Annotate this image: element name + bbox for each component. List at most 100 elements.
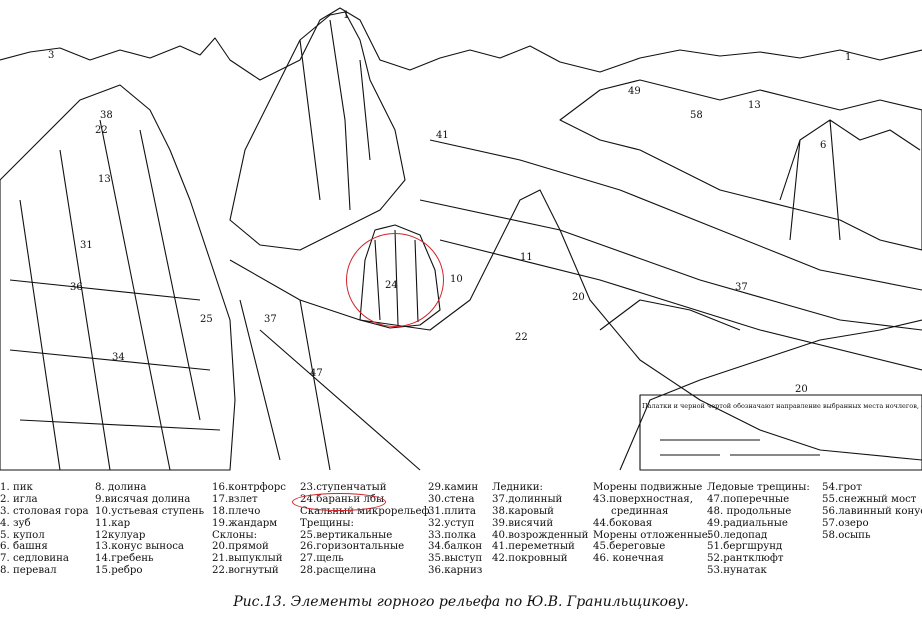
highlight-circle-illustration — [346, 233, 444, 327]
legend-heading: Склоны: — [212, 529, 258, 541]
legend-item: 29.камин — [428, 482, 479, 493]
svg-text:37: 37 — [264, 314, 277, 325]
svg-text:25: 25 — [200, 314, 213, 325]
legend-item: 21.выпуклый — [212, 553, 283, 565]
legend-item: 11.кар — [95, 517, 131, 529]
svg-text:41: 41 — [436, 130, 449, 141]
svg-text:1: 1 — [343, 10, 349, 21]
legend-item: 50.ледопад — [707, 529, 768, 541]
legend-item: 32.уступ — [428, 517, 475, 529]
legend-item: 48. продольные — [707, 505, 792, 517]
legend-item: 8. долина — [95, 482, 147, 493]
svg-text:22: 22 — [515, 332, 528, 343]
legend-item: 5. купол — [0, 529, 45, 541]
legend-item: 14.гребень — [95, 553, 154, 565]
legend-item: 42.покровный — [492, 553, 568, 565]
legend-item: 1. пик — [0, 482, 33, 493]
svg-text:36: 36 — [70, 282, 83, 293]
legend-item: 36.карниз — [428, 565, 483, 577]
legend-item: 15.ребро — [95, 565, 143, 577]
svg-text:22: 22 — [95, 125, 108, 136]
legend-item: 20.прямой — [212, 541, 269, 553]
legend-item: 51.бергшрунд — [707, 541, 783, 553]
legend-item: 39.висячий — [492, 517, 554, 529]
legend-item: 40.возрожденный — [492, 529, 589, 541]
legend-item: 56.лавинный конус — [822, 505, 922, 517]
legend-item: 23.ступенчатый — [300, 482, 387, 493]
legend-item: 57.озеро — [822, 517, 869, 529]
legend-item: 41.переметный — [492, 541, 575, 553]
svg-text:58: 58 — [690, 110, 703, 121]
legend-item: 35.выступ — [428, 553, 483, 565]
legend-item: 46. конечная — [593, 553, 664, 565]
legend-column-6: Ледники: 37.долинный 38.каровый 39.висяч… — [492, 482, 588, 565]
legend-item: 38.каровый — [492, 505, 554, 517]
svg-text:49: 49 — [628, 86, 641, 97]
legend-item: 52.рантклюфт — [707, 553, 784, 565]
legend-column-7: Морены подвижные 43.поверхностная, среди… — [593, 482, 711, 565]
legend-item: 2. игла — [0, 493, 38, 505]
legend-item: 33.полка — [428, 529, 477, 541]
legend-item: 30.стена — [428, 493, 475, 505]
legend: 1. пик 2. игла 3. столовая гора 4. зуб 5… — [0, 482, 922, 592]
svg-text:3: 3 — [48, 50, 54, 61]
legend-item: 4. зуб — [0, 517, 31, 529]
glacier-main — [429, 139, 922, 291]
legend-heading: Морены отложенные: — [593, 529, 712, 541]
legend-item: 45.береговые — [593, 541, 666, 553]
legend-item: 12кулуар — [95, 529, 146, 541]
svg-text:6: 6 — [820, 140, 826, 151]
legend-item: 26.горизонтальные — [300, 541, 405, 553]
legend-heading: Трещины: — [300, 517, 354, 529]
legend-item: 25.вертикальные — [300, 529, 393, 541]
svg-text:20: 20 — [572, 292, 585, 303]
legend-item: 22.вогнутый — [212, 565, 279, 577]
glacier-left — [239, 299, 421, 471]
legend-item: 8. перевал — [0, 565, 57, 577]
legend-item: 44.боковая — [593, 517, 653, 529]
legend-item: 17.взлет — [212, 493, 258, 505]
legend-item: 31.плита — [428, 505, 476, 517]
legend-item: 13.конус выноса — [95, 541, 184, 553]
inset-note: Палатки и черной чертой обозначают напра… — [642, 402, 922, 410]
lower-right-slope — [619, 319, 922, 471]
legend-item: 16.контрфорс — [212, 482, 286, 493]
legend-heading: Морены подвижные — [593, 482, 703, 493]
legend-column-3: 16.контрфорс 17.взлет 18.плечо 19.жандар… — [212, 482, 286, 577]
main-peak — [229, 11, 406, 251]
legend-heading: Скальный микрорельеф — [300, 505, 430, 517]
svg-text:38: 38 — [100, 110, 113, 121]
highlight-circle-legend — [292, 493, 386, 511]
legend-item: 18.плечо — [212, 505, 261, 517]
legend-item: 58.осыпь — [822, 529, 871, 541]
legend-item: 43.поверхностная, — [593, 493, 693, 505]
svg-text:20: 20 — [795, 384, 808, 395]
legend-column-1: 1. пик 2. игла 3. столовая гора 4. зуб 5… — [0, 482, 89, 577]
svg-text:31: 31 — [80, 240, 93, 251]
svg-text:13: 13 — [748, 100, 761, 111]
legend-column-2: 8. долина 9.висячая долина 10.устьевая с… — [95, 482, 204, 577]
svg-text:13: 13 — [98, 174, 111, 185]
legend-heading: Ледники: — [492, 482, 543, 493]
left-massif — [0, 84, 236, 471]
svg-text:1: 1 — [845, 52, 851, 63]
central-ridge — [229, 189, 922, 461]
legend-item: 37.долинный — [492, 493, 563, 505]
svg-text:10: 10 — [450, 274, 463, 285]
legend-heading: Ледовые трещины: — [707, 482, 810, 493]
right-range — [559, 79, 922, 251]
svg-text:34: 34 — [112, 352, 125, 363]
distant-ridge-line — [0, 7, 922, 81]
legend-item: 10.устьевая ступень — [95, 505, 205, 517]
legend-item: 19.жандарм — [212, 517, 278, 529]
legend-column-9: 54.грот 55.снежный мост 56.лавинный кону… — [822, 482, 922, 541]
legend-item: 3. столовая гора — [0, 505, 89, 517]
figure-caption: Рис.13. Элементы горного рельефа по Ю.В.… — [233, 594, 689, 610]
legend-column-8: Ледовые трещины: 47.поперечные 48. продо… — [707, 482, 810, 577]
legend-column-5: 29.камин 30.стена 31.плита 32.уступ 33.п… — [428, 482, 482, 577]
svg-text:11: 11 — [520, 252, 533, 263]
legend-item: 34.балкон — [428, 541, 483, 553]
legend-item: 27.щель — [300, 553, 344, 565]
svg-text:47: 47 — [310, 368, 323, 379]
